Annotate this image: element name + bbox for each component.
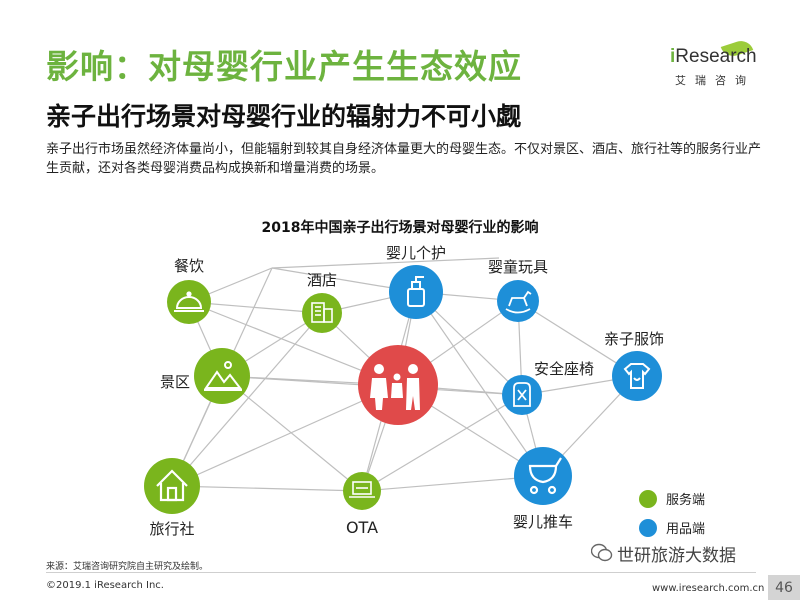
node-qinzi-fushi: 亲子服饰: [604, 330, 664, 401]
node-anquan-zuoyi: 安全座椅: [502, 360, 594, 415]
page-number-tab: 46: [768, 575, 800, 600]
node-label-jingqu: 景区: [160, 373, 190, 391]
house-icon: [156, 469, 188, 502]
node-label-yinger-gehu: 婴儿个护: [386, 244, 446, 262]
baby-clothes-icon: [623, 363, 651, 389]
page-title: 影响：对母婴行业产生生态效应: [46, 47, 522, 86]
node-label-jiudian: 酒店: [307, 271, 337, 289]
food-cloche-icon: [174, 291, 204, 312]
legend-label-service: 服务端: [666, 492, 705, 508]
page-number: 46: [775, 580, 793, 596]
footer-divider: [46, 572, 756, 573]
node-label-yinger-tuiche: 婴儿推车: [513, 513, 573, 531]
page-subtitle: 亲子出行场景对母婴行业的辐射力不可小觑: [46, 102, 522, 131]
logo-wordmark: iResearch: [670, 46, 757, 67]
node-yinger-gehu: 婴儿个护: [386, 244, 446, 319]
node-lvxingshe: 旅行社: [144, 458, 200, 538]
source-note: 来源：艾瑞咨询研究院自主研究及绘制。: [46, 562, 209, 572]
node-label-qinzi-fushi: 亲子服饰: [604, 330, 664, 348]
legend-swatch-service: [639, 490, 657, 508]
node-ota: OTA: [343, 472, 381, 537]
website-url: www.iresearch.com.cn: [652, 583, 765, 594]
watermark: 世研旅游大数据: [591, 541, 736, 566]
lotion-bottle-icon: [407, 276, 425, 307]
legend-label-product: 用品端: [666, 522, 705, 537]
page-description: 亲子出行市场虽然经济体量尚小，但能辐射到较其自身经济体量更大的母婴生态。不仅对景…: [46, 142, 762, 176]
node-jingqu: 景区: [160, 348, 250, 404]
scenic-landscape-icon: [204, 361, 243, 391]
node-center: [358, 345, 438, 425]
diagram-title: 2018年中国亲子出行场景对母婴行业的影响: [261, 220, 539, 236]
parent-child-family-icon: [370, 364, 420, 410]
node-yingtong-wanju: 婴童玩具: [488, 258, 548, 322]
logo-chinese-name: 艾瑞咨询: [675, 74, 755, 87]
node-canyin: 餐饮: [167, 257, 211, 324]
rocking-horse-icon: [505, 290, 532, 314]
laptop-travel-icon: [349, 481, 375, 498]
node-label-anquan-zuoyi: 安全座椅: [534, 360, 594, 378]
watermark-text: 世研旅游大数据: [617, 545, 736, 566]
node-label-canyin: 餐饮: [174, 257, 204, 275]
copyright: ©2019.1 iResearch Inc.: [46, 580, 164, 591]
legend-swatch-product: [639, 519, 657, 537]
hotel-building-icon: [311, 302, 333, 323]
node-label-lvxingshe: 旅行社: [149, 520, 194, 538]
node-jiudian: 酒店: [302, 271, 342, 333]
node-label-yingtong-wanju: 婴童玩具: [488, 258, 548, 276]
legend: 服务端 用品端: [639, 490, 705, 537]
car-seat-icon: [513, 382, 531, 407]
wechat-icon: [591, 543, 613, 562]
iresearch-logo: iResearch 艾瑞咨询: [654, 37, 764, 94]
node-yinger-tuiche: 婴儿推车: [513, 447, 573, 531]
node-label-ota: OTA: [346, 518, 378, 537]
stroller-icon: [528, 457, 562, 495]
